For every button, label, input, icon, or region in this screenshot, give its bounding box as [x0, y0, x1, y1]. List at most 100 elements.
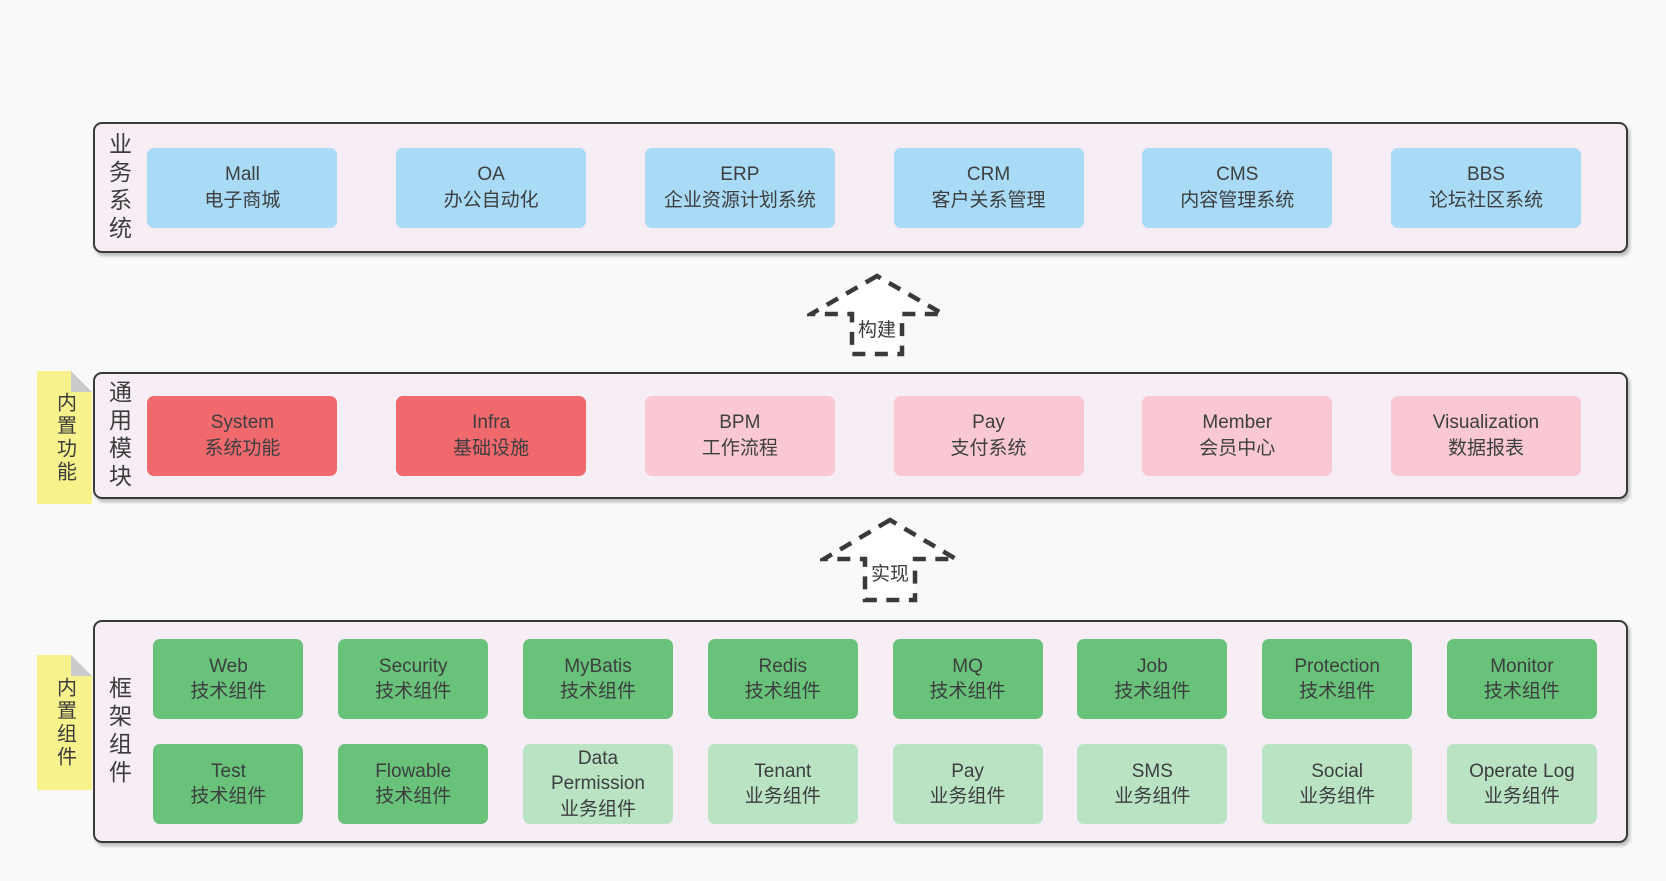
panel-label-framework-components: 框架组件 — [105, 675, 132, 788]
box-title: Data Permission — [551, 748, 645, 795]
box-title: ERP — [720, 164, 760, 186]
builtin-components-note: 内置组件 — [37, 655, 92, 790]
box-title: Social — [1311, 760, 1363, 782]
box-subtitle: 会员中心 — [1199, 437, 1276, 459]
common-modules-row: System 系统功能 Infra 基础设施 BPM 工作流程 Pay 支付系统 Member 会… — [147, 395, 1581, 476]
box-title: Member — [1202, 412, 1273, 434]
box-title: Infra — [472, 412, 511, 434]
box-title: Flowable — [375, 760, 452, 782]
box-subtitle: 技术组件 — [375, 786, 452, 807]
box-subtitle: 企业资源计划系统 — [663, 189, 816, 211]
build-arrow: 构建 — [807, 273, 947, 357]
box-title: Tenant — [754, 760, 812, 782]
box-subtitle: 业务组件 — [929, 786, 1006, 807]
box-mall: Mall 电子商城 — [147, 147, 338, 228]
box-pay: Pay 支付系统 — [893, 395, 1084, 476]
box-subtitle: 业务组件 — [744, 786, 821, 807]
box-sms: SMS 业务组件 — [1077, 744, 1228, 824]
implement-arrow-shape — [820, 517, 960, 603]
business-systems-row: Mall 电子商城 OA 办公自动化 ERP 企业资源计划系统 CRM 客户关系管理 CMS 内容… — [147, 147, 1581, 228]
box-title: Operate Log — [1469, 760, 1575, 782]
box-title: SMS — [1131, 760, 1173, 782]
box-subtitle: 技术组件 — [1483, 681, 1560, 702]
box-subtitle: 业务组件 — [1114, 786, 1191, 807]
box-subtitle: 系统功能 — [204, 437, 281, 459]
box-flowable: Flowable 技术组件 — [338, 744, 489, 824]
box-subtitle: 论坛社区系统 — [1428, 189, 1543, 211]
box-mybatis: MyBatis 技术组件 — [523, 639, 673, 719]
box-infra: Infra 基础设施 — [396, 395, 587, 476]
box-title: BPM — [719, 412, 761, 434]
box-title: Redis — [758, 655, 808, 677]
box-title: System — [210, 412, 275, 434]
box-subtitle: 办公自动化 — [443, 189, 539, 211]
box-bpm: BPM 工作流程 — [644, 395, 835, 476]
box-subtitle: 工作流程 — [701, 437, 778, 459]
box-title: Job — [1137, 655, 1168, 677]
box-subtitle: 技术组件 — [1299, 681, 1376, 702]
box-subtitle: 内容管理系统 — [1180, 189, 1295, 211]
framework-components-row-2: Test 技术组件 Flowable 技术组件 Data Permission 业务组件 T… — [153, 744, 1597, 824]
box-monitor: Monitor 技术组件 — [1446, 639, 1597, 719]
box-subtitle: 技术组件 — [1114, 681, 1191, 702]
box-title: Monitor — [1490, 655, 1554, 677]
box-title: OA — [477, 164, 505, 186]
box-subtitle: 技术组件 — [190, 786, 267, 807]
box-title: MQ — [952, 655, 983, 677]
box-member: Member 会员中心 — [1142, 395, 1333, 476]
box-social: Social 业务组件 — [1262, 744, 1413, 824]
build-arrow-label: 构建 — [857, 320, 897, 341]
box-cms: CMS 内容管理系统 — [1142, 147, 1333, 228]
box-subtitle: 基础设施 — [453, 437, 530, 459]
box-data-permission: Data Permission 业务组件 — [523, 744, 673, 824]
business-systems-panel: 业务系统 Mall 电子商城 OA 办公自动化 ERP 企业资源计划系统 CRM 客户关系管理… — [93, 122, 1628, 253]
box-subtitle: 业务组件 — [1299, 786, 1376, 807]
box-subtitle: 技术组件 — [929, 681, 1006, 702]
box-title: MyBatis — [564, 655, 632, 677]
box-pay: Pay 业务组件 — [892, 744, 1043, 824]
panel-label-business-systems: 业务系统 — [105, 131, 132, 244]
box-title: Web — [209, 655, 248, 677]
box-test: Test 技术组件 — [153, 744, 304, 824]
box-title: CRM — [966, 164, 1011, 186]
box-subtitle: 技术组件 — [744, 681, 821, 702]
implement-arrow-label: 实现 — [870, 564, 910, 585]
box-job: Job 技术组件 — [1077, 639, 1228, 719]
common-modules-panel: 通用模块 System 系统功能 Infra 基础设施 BPM 工作流程 Pay 支付系统 Me… — [93, 372, 1628, 499]
box-subtitle: 业务组件 — [1483, 786, 1560, 807]
box-subtitle: 技术组件 — [559, 681, 636, 702]
box-subtitle: 支付系统 — [950, 437, 1027, 459]
note-fold-icon — [71, 655, 92, 676]
box-title: Mall — [225, 164, 260, 186]
box-subtitle: 技术组件 — [375, 681, 452, 702]
builtin-features-note-label: 内置功能 — [53, 391, 76, 484]
box-subtitle: 业务组件 — [559, 798, 636, 820]
build-arrow-shape — [807, 273, 947, 357]
builtin-features-note: 内置功能 — [37, 371, 92, 504]
box-title: Pay — [972, 412, 1005, 434]
box-oa: OA 办公自动化 — [396, 147, 587, 228]
box-subtitle: 数据报表 — [1447, 437, 1524, 459]
box-title: CMS — [1216, 164, 1259, 186]
box-subtitle: 电子商城 — [204, 189, 281, 211]
box-subtitle: 技术组件 — [190, 681, 267, 702]
note-fold-icon — [71, 371, 92, 392]
box-redis: Redis 技术组件 — [707, 639, 858, 719]
box-erp: ERP 企业资源计划系统 — [644, 147, 835, 228]
box-subtitle: 客户关系管理 — [931, 189, 1046, 211]
box-crm: CRM 客户关系管理 — [893, 147, 1084, 228]
box-web: Web 技术组件 — [153, 639, 304, 719]
panel-label-common-modules: 通用模块 — [105, 379, 132, 492]
box-operate-log: Operate Log 业务组件 — [1446, 744, 1597, 824]
box-title: Test — [211, 760, 246, 782]
implement-arrow: 实现 — [820, 517, 960, 603]
box-system: System 系统功能 — [147, 395, 338, 476]
box-bbs: BBS 论坛社区系统 — [1390, 147, 1581, 228]
box-title: Pay — [951, 760, 984, 782]
builtin-components-note-label: 内置组件 — [53, 676, 76, 769]
box-title: BBS — [1466, 164, 1505, 186]
